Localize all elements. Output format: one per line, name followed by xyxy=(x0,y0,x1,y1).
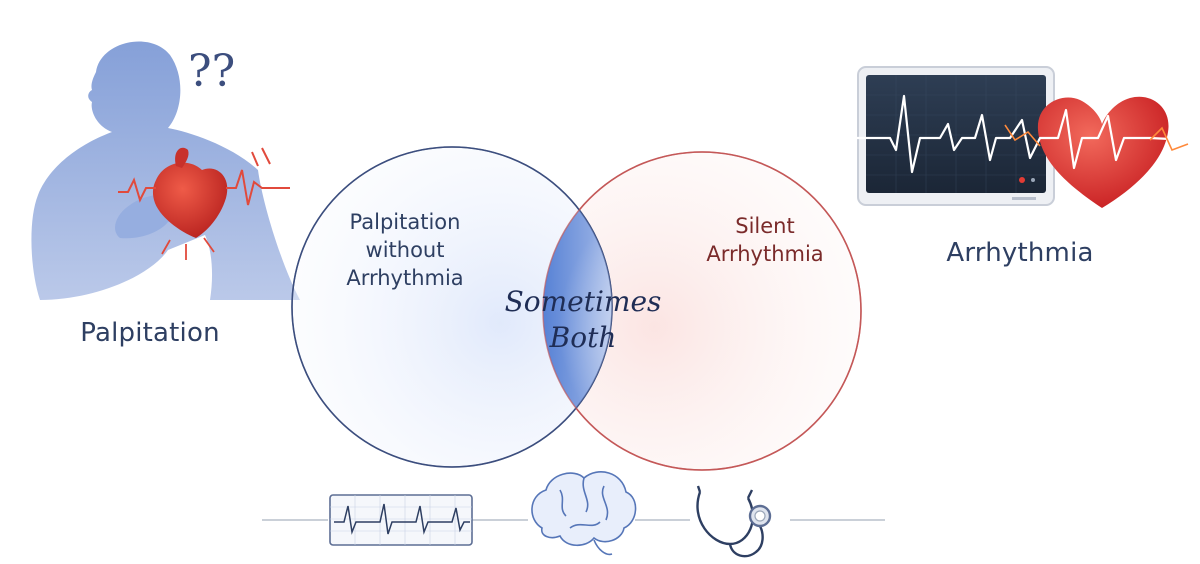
pulse-line-left xyxy=(118,147,290,260)
ecg-strip-icon xyxy=(329,494,473,546)
overlap-label: Sometimes Both xyxy=(488,284,678,356)
overlap-line-2: Both xyxy=(549,321,617,354)
right-circle-line-2: Arrhythmia xyxy=(706,242,824,266)
arrhythmia-label: Arrhythmia xyxy=(946,238,1094,268)
right-circle-label: Silent Arrhythmia xyxy=(690,212,840,268)
left-circle-line-2: without xyxy=(365,238,445,262)
left-circle-line-1: Palpitation xyxy=(349,210,461,234)
heart-icon xyxy=(1037,96,1169,208)
palpitation-label: Palpitation xyxy=(80,318,220,348)
left-circle-line-3: Arrhythmia xyxy=(346,266,464,290)
question-marks: ?? xyxy=(188,46,235,97)
circle-outlines xyxy=(291,146,862,471)
left-circle-label: Palpitation without Arrhythmia xyxy=(330,208,480,292)
stethoscope-icon xyxy=(696,485,772,558)
overlap-line-1: Sometimes xyxy=(504,285,662,318)
ecg-monitor-icon xyxy=(857,66,1055,206)
ecg-trace-right xyxy=(830,94,1191,174)
right-circle-line-1: Silent xyxy=(735,214,795,238)
brain-icon xyxy=(531,471,637,556)
anatomical-heart-icon xyxy=(152,147,228,238)
